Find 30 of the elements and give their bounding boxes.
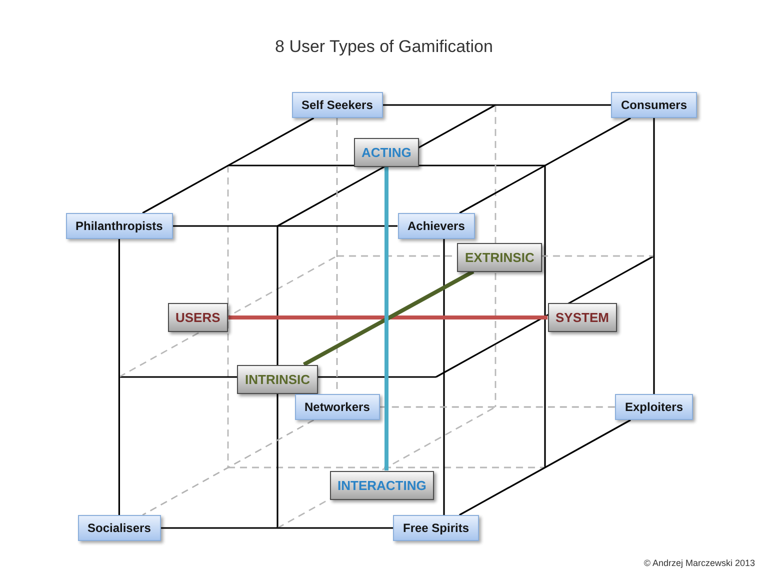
axis-label-box: USERS xyxy=(168,303,228,332)
cube-edge-line xyxy=(142,117,314,214)
cube-edge-line xyxy=(459,419,631,516)
cube-edge-line xyxy=(160,527,393,529)
axis-label-box: ACTING xyxy=(354,138,420,166)
cube-edge-line xyxy=(118,239,120,515)
axis-line xyxy=(228,316,548,320)
user-type-box: Free Spirits xyxy=(393,515,480,541)
cube-edge-line xyxy=(382,104,611,106)
user-type-box: Networkers xyxy=(294,394,380,420)
axis-label-box: INTERACTING xyxy=(330,470,434,500)
user-type-box: Socialisers xyxy=(78,515,161,541)
cube-edge-line xyxy=(172,225,398,227)
diagram-title: 8 User Types of Gamification xyxy=(274,37,494,57)
cube-edge-line xyxy=(653,118,655,394)
axis-label-box: SYSTEM xyxy=(548,303,617,332)
user-type-box: Consumers xyxy=(611,92,698,118)
axis-label-box: EXTRINSIC xyxy=(457,242,542,272)
cube-edge-line xyxy=(459,117,631,214)
cube-edge-line xyxy=(142,419,314,516)
user-type-box: Achievers xyxy=(398,213,475,239)
user-type-box: Exploiters xyxy=(615,394,694,420)
axis-label-box: INTRINSIC xyxy=(237,364,318,394)
user-type-box: Philanthropists xyxy=(66,213,173,239)
copyright-note: © Andrzej Marczewski 2013 xyxy=(644,558,755,568)
axis-line xyxy=(302,270,474,366)
cube-edge-line xyxy=(380,406,615,408)
cube-edge-line xyxy=(443,239,445,515)
axis-line xyxy=(384,166,388,470)
user-type-box: Self Seekers xyxy=(292,92,383,118)
